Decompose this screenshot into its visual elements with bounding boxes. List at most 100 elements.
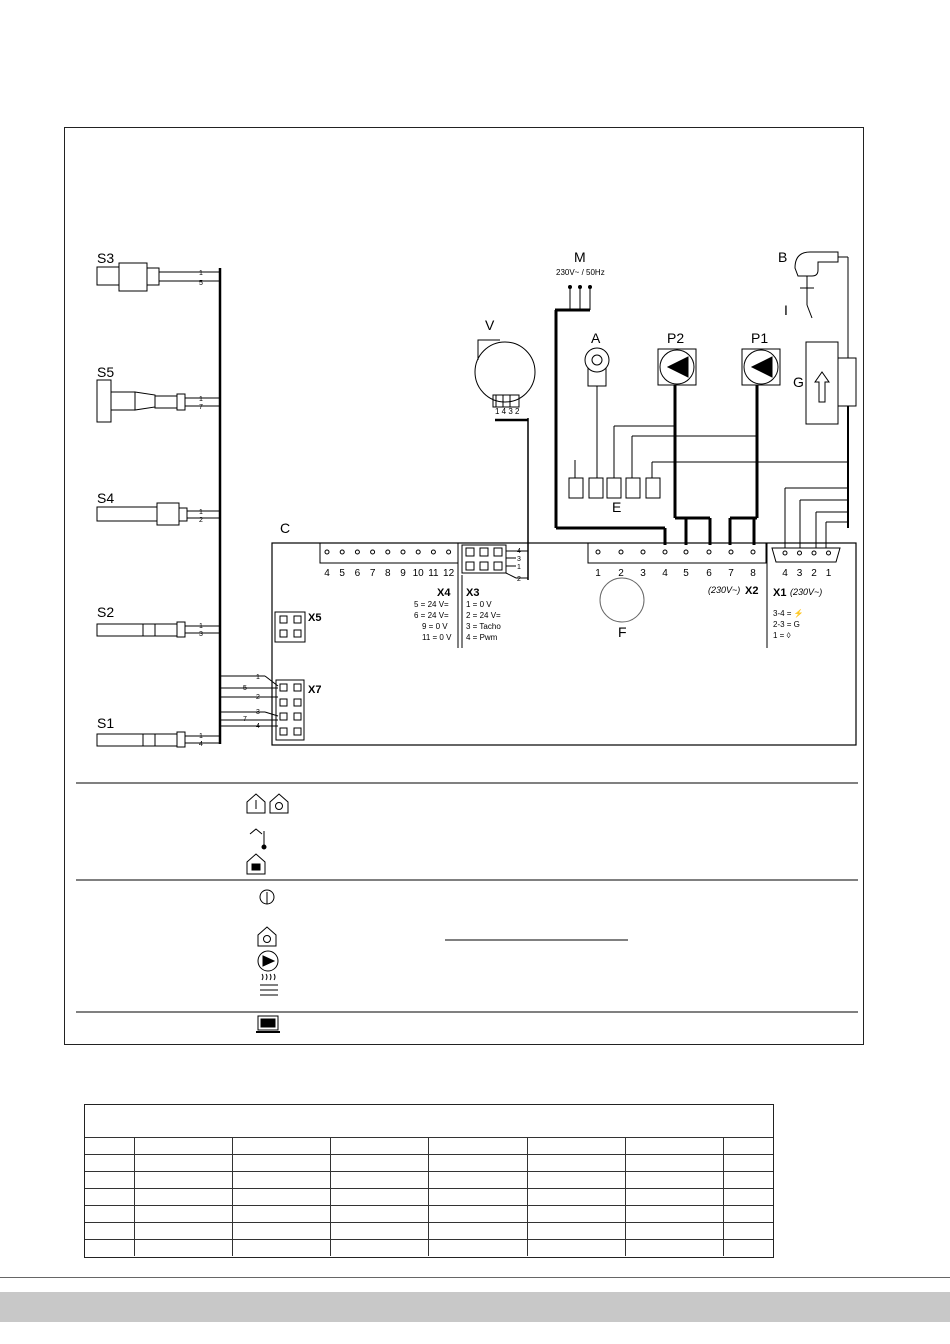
table-cell [133,1188,233,1206]
x4-legend-line: 11 = 0 V [422,633,452,642]
x2-pin-number: 1 [595,568,601,579]
connector-name-x3: X3 [466,587,479,599]
x2-pin [595,549,601,555]
footer-bar [0,1292,950,1322]
table-cell [428,1205,528,1223]
table-cell [526,1205,627,1223]
wire-number: 1 [199,509,203,516]
table-cell [133,1154,233,1172]
connector-name-x2: X2 [745,585,758,597]
table-cell [231,1222,332,1240]
x4-pin [415,549,421,555]
x2-rating: (230V~) [708,585,740,595]
table-cell [723,1171,773,1189]
table-cell [133,1205,233,1223]
x1-rating: (230V~) [790,587,822,597]
x2-pin-number: 8 [750,568,756,579]
connector-name-x1: X1 [773,587,786,599]
component-a-symbol [584,347,610,478]
x4-legend-line: 9 = 0 V [422,622,448,631]
x1-pin [797,550,802,556]
x2-pin-number: 7 [728,568,734,579]
x3-legend-line: 2 = 24 V= [466,611,501,620]
house-thermometer-icon [246,793,266,814]
label-f: F [618,624,627,640]
table-cell [723,1188,773,1206]
table-cell [330,1222,430,1240]
label-s2: S2 [97,604,114,620]
table-cell [85,1154,135,1172]
x1-pin [782,550,788,556]
table-cell [526,1171,627,1189]
x4-pin [446,549,452,555]
gas-valve-g-symbol [784,341,857,548]
x3-pin-number: 1 [517,564,521,571]
table-cell [723,1205,773,1223]
table-cell [625,1171,725,1189]
x4-pin-number: 8 [385,568,391,579]
wire-number: 4 [199,741,203,748]
connector-name-x5: X5 [308,612,321,624]
x4-pin [339,549,345,555]
table-cell [133,1137,233,1155]
table-cell [231,1154,332,1172]
table-cell [231,1171,332,1189]
data-table [85,1137,773,1256]
wire-number: 1 [199,733,203,740]
table-cell [526,1239,627,1256]
table-cell [330,1137,430,1155]
table-cell [723,1222,773,1240]
table-cell [85,1222,135,1240]
x2-pin [750,549,756,555]
fan-v-symbol [474,339,536,422]
pump-p2-symbol [657,348,712,545]
x4-pin [354,549,360,555]
wire-number: 1 [199,623,203,630]
table-cell [625,1222,725,1240]
wire-number: 1 [199,270,203,277]
table-cell [428,1222,528,1240]
x2-connector [587,542,768,648]
table-row [85,1137,773,1155]
x4-pin [430,549,436,555]
house-fan-icon [257,926,277,947]
table-cell [133,1222,233,1240]
wire-number: 3 [256,709,260,716]
table-row [85,1154,773,1172]
ignition-b-symbol [794,251,849,358]
connector-name-x7: X7 [308,684,321,696]
table-cell [625,1137,725,1155]
x1-legend-line: 3-4 = ⚡ [773,608,804,618]
label-i: I [784,302,788,318]
x7-wiring [220,675,279,727]
pump-icon [257,950,279,972]
x4-pin-number: 11 [428,568,439,579]
table-cell [85,1137,135,1155]
label-s3: S3 [97,250,114,266]
x2-pin-number: 3 [640,568,646,579]
x4-pin-number: 5 [339,568,345,579]
x3-pin-number: 3 [517,556,521,563]
wire-number: 7 [243,716,247,723]
wire-number: 1 [256,674,260,681]
table-cell [428,1188,528,1206]
x3-legend-line: 3 = Tacho [466,622,501,631]
mains-m-symbol [554,285,667,545]
x4-pin [370,549,376,555]
x1-pin-number: 2 [811,568,817,579]
x3-legend-line: 4 = Pwm [466,633,498,642]
table-cell [526,1222,627,1240]
connector-name-x4: X4 [437,587,451,599]
table-cell [85,1239,135,1256]
x4-pin [385,549,391,555]
x2-pin [728,549,734,555]
wire-number: 7 [199,404,203,411]
table-cell [526,1137,627,1155]
label-g: G [793,374,804,390]
x5-connector [274,611,306,643]
table-cell [526,1154,627,1172]
x3-legend-line: 1 = 0 V [466,600,492,609]
label-s1: S1 [97,715,114,731]
wire-number: 2 [199,517,203,524]
sensor-s5-symbol [96,379,220,423]
